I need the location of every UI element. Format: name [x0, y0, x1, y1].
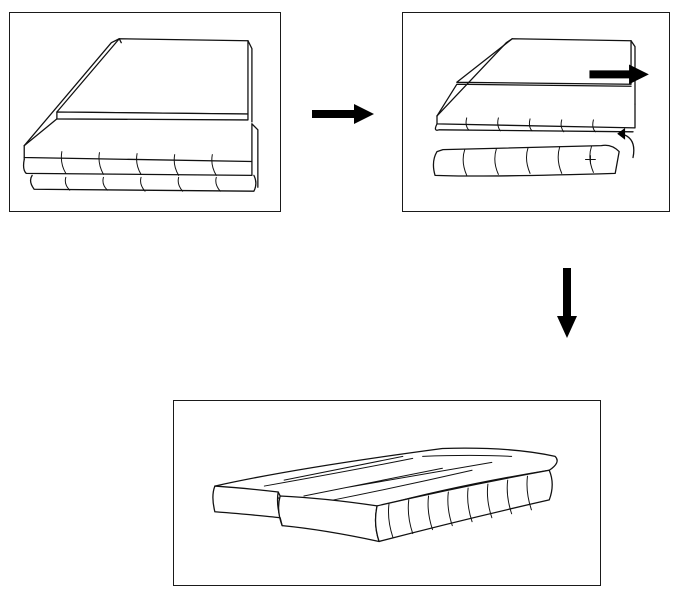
arrow-down-icon [557, 268, 577, 338]
step-3-panel [173, 400, 601, 586]
flat-sofa-bed-illustration [212, 447, 558, 543]
step-1-panel [9, 12, 281, 212]
step-2-panel [402, 12, 670, 212]
arrow-right-icon [312, 104, 374, 124]
unfolding-sofa-bed-illustration [432, 38, 649, 177]
folded-sofa-bed-illustration [22, 38, 259, 192]
